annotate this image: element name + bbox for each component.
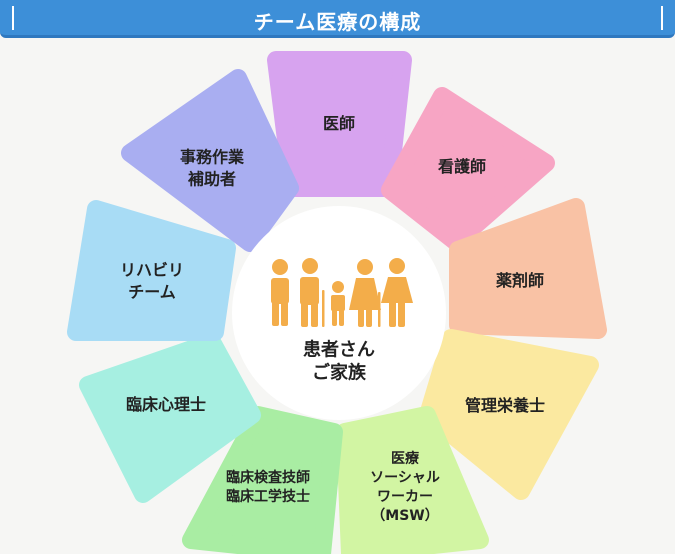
petal-shape [79,333,261,503]
petal-clerical-assistant [121,69,299,252]
petal-shape [182,406,343,554]
label-clerical-assistant: 事務作業 補助者 [179,147,245,188]
header-left-rule [12,6,14,30]
petal-pharmacist [449,198,607,339]
label-lab-technician: 臨床検査技師 臨床工学技士 [226,470,310,505]
petal-psychologist [79,333,261,503]
header-right-rule [661,6,663,30]
petal-shape [449,198,607,339]
family-icon [271,258,413,327]
petal-shape [336,406,489,554]
label-doctor: 医師 [322,114,356,134]
label-msw: 医療 ソーシャル ワーカー （MSW） [370,451,440,524]
header-bar: チーム医療の構成 [0,0,675,38]
center-patient-family-label: 患者さん ご家族 [303,339,375,384]
label-psychologist: 臨床心理士 [125,395,207,415]
label-nurse: 看護師 [437,157,487,177]
petal-shape [419,329,599,500]
petal-rehab-team [67,200,236,341]
page-title: チーム医療の構成 [253,10,422,34]
petal-shape [121,69,299,252]
label-pharmacist: 薬剤師 [495,271,545,291]
petal-dietitian [419,329,599,500]
label-rehab-team: リハビリ チーム [119,260,185,301]
petal-lab-technician [182,406,343,554]
petal-shape [67,200,236,341]
petal-msw [336,406,489,554]
label-dietitian: 管理栄養士 [464,396,546,416]
